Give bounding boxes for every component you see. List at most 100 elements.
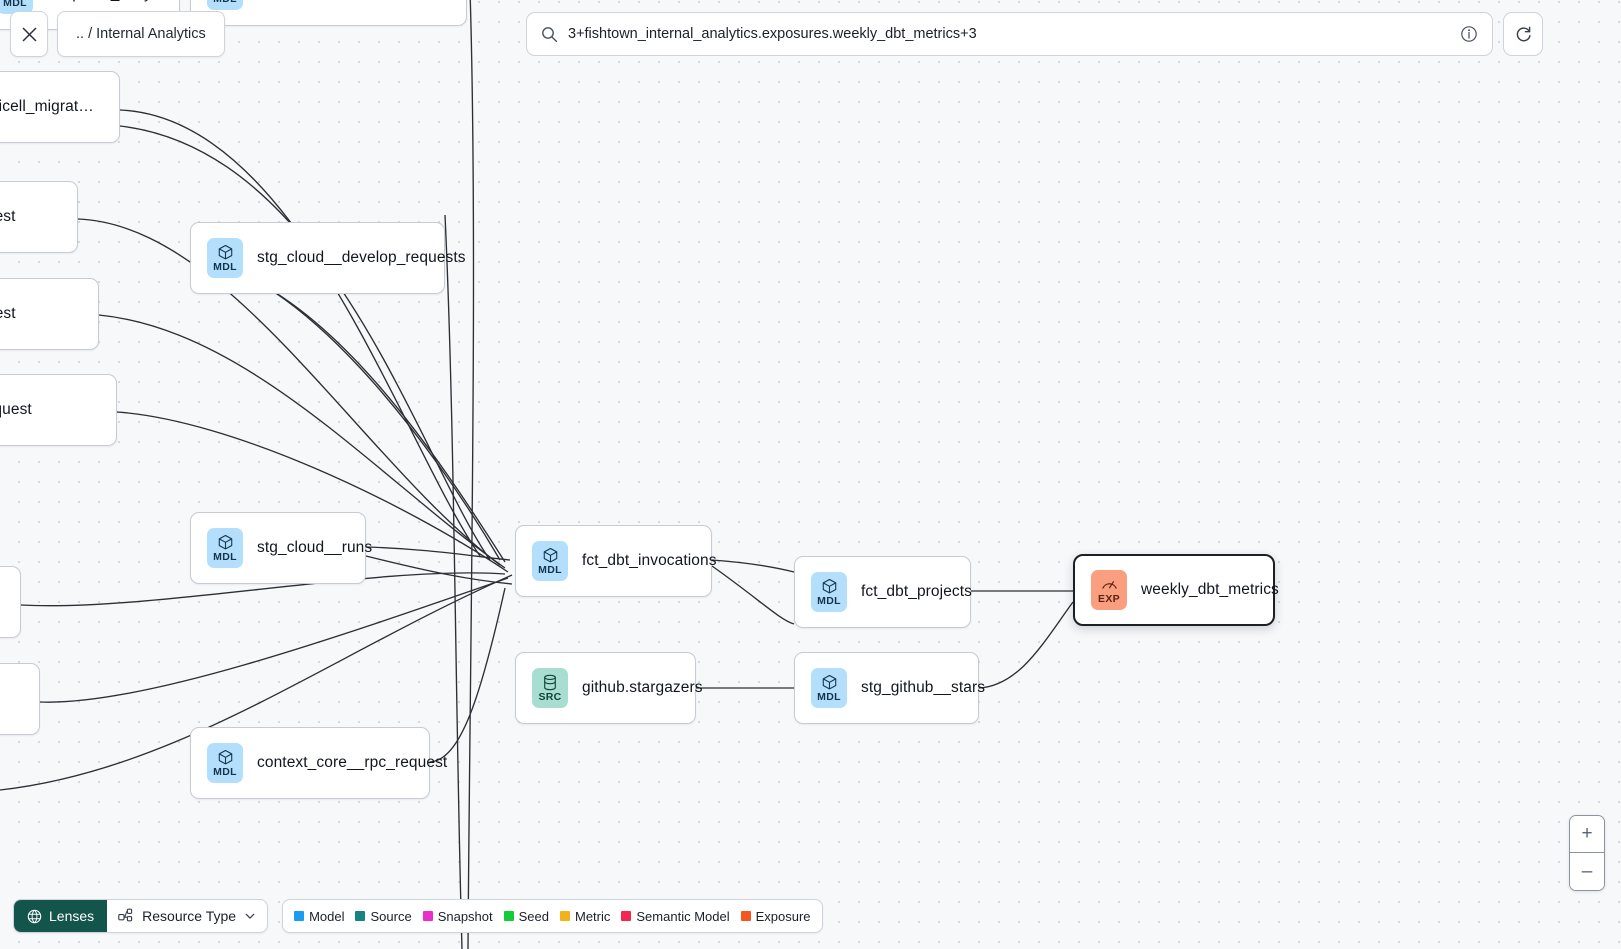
breadcrumb-label: .. / Internal Analytics xyxy=(76,26,206,42)
lens-group: Lenses Resource Type xyxy=(13,899,269,933)
lenses-button[interactable]: Lenses xyxy=(14,900,108,932)
lineage-edge xyxy=(978,601,1074,689)
legend-swatch xyxy=(294,911,305,921)
lineage-edge xyxy=(39,577,509,703)
legend-label: Snapshot xyxy=(437,908,493,924)
node-label: multicell_migrat… xyxy=(0,98,94,115)
database-icon-badge: SRC xyxy=(532,668,568,708)
lineage-edge xyxy=(711,559,795,573)
legend-swatch xyxy=(422,911,433,921)
lineage-node-multicell_migrat[interactable]: MDLmulticell_migrat… xyxy=(0,71,120,143)
cube-icon-badge: MDL xyxy=(207,743,243,783)
lineage-node-left_n[interactable]: MDLn xyxy=(0,566,21,638)
cube-icon xyxy=(542,547,559,564)
cube-icon-badge: MDL xyxy=(811,572,847,612)
legend-item-model[interactable]: Model xyxy=(294,909,344,924)
lineage-node-velop_request[interactable]: MDLvelop_request xyxy=(0,278,99,350)
resource-type-label: Resource Type xyxy=(142,908,237,924)
lineage-edge xyxy=(429,587,506,763)
info-icon[interactable] xyxy=(1460,25,1478,43)
search-icon xyxy=(541,26,558,43)
node-label: weekly_dbt_metrics xyxy=(1141,581,1279,598)
legend-swatch xyxy=(740,911,751,921)
close-icon xyxy=(21,26,37,42)
legend-label: Source xyxy=(370,908,412,924)
legend-swatch xyxy=(621,911,632,921)
node-label: fct_dbt_projects xyxy=(861,583,973,600)
gauge-icon-badge: EXP xyxy=(1091,570,1127,610)
lenses-label: Lenses xyxy=(49,908,95,924)
cube-icon xyxy=(217,749,234,766)
legend-item-source[interactable]: Source xyxy=(355,908,412,924)
zoom-controls: + – xyxy=(1569,815,1605,891)
lineage-edge xyxy=(467,0,475,949)
node-type-abbr: MDL xyxy=(213,0,237,4)
lineage-node-stg_cloud_develop_requests[interactable]: MDL stg_cloud__develop_requests xyxy=(190,222,466,294)
legend-swatch xyxy=(355,911,366,921)
lineage-node-develop_request[interactable]: MDL_develop_request xyxy=(0,374,117,446)
lineage-edge xyxy=(365,555,513,585)
cube-icon-badge: MDL xyxy=(207,0,243,10)
gauge-icon xyxy=(1101,576,1118,593)
node-label: stg_cloud__develop_requests xyxy=(257,249,466,266)
lineage-node-int_cloud_account_plan[interactable]: MDLint_cloud__account_plan_history xyxy=(190,0,467,26)
node-type-abbr: SRC xyxy=(538,690,562,703)
legend-label: Metric xyxy=(575,908,611,924)
cube-icon xyxy=(217,244,234,261)
legend-label: Model xyxy=(309,908,345,924)
breadcrumb[interactable]: .. / Internal Analytics xyxy=(57,11,225,57)
lineage-edge xyxy=(711,565,795,625)
lineage-edge xyxy=(365,546,511,561)
node-label: op_request xyxy=(0,208,16,225)
lineage-node-fct_dbt_projects[interactable]: MDL fct_dbt_projects xyxy=(794,556,973,628)
cube-icon-badge: MDL xyxy=(532,541,568,581)
close-button[interactable] xyxy=(10,11,48,57)
cube-icon-badge: MDL xyxy=(207,528,243,568)
lineage-node-op_request[interactable]: MDLop_request xyxy=(0,181,78,253)
legend-item-metric[interactable]: Metric xyxy=(560,909,610,924)
cube-icon-badge: MDL xyxy=(207,238,243,278)
refresh-button[interactable] xyxy=(1503,12,1543,56)
search-bar[interactable] xyxy=(526,12,1493,56)
legend-item-semantic-model[interactable]: Semantic Model xyxy=(621,909,730,924)
legend-label: Exposure xyxy=(755,908,811,924)
node-type-abbr: MDL xyxy=(538,563,562,576)
lineage-node-left_run[interactable]: MDL_run xyxy=(0,663,40,735)
cube-icon xyxy=(821,578,838,595)
node-type-abbr: MDL xyxy=(817,690,841,703)
lineage-edge xyxy=(119,125,491,561)
legend-item-seed[interactable]: Seed xyxy=(503,908,549,924)
search-input[interactable] xyxy=(568,26,1450,42)
cube-icon xyxy=(217,534,234,551)
lineage-node-stg_github_stars[interactable]: MDL stg_github__stars xyxy=(794,652,985,724)
node-type-abbr: MDL xyxy=(3,0,27,9)
resource-type-legend: Model Source Snapshot Seed Metric Semantic Mo… xyxy=(282,899,823,933)
node-label: _develop_request xyxy=(0,401,32,418)
refresh-icon xyxy=(1516,26,1531,41)
cube-icon xyxy=(821,674,838,691)
node-type-abbr: MDL xyxy=(817,594,841,607)
legend-swatch xyxy=(560,911,570,921)
lineage-node-github_stargazers[interactable]: SRC github.stargazers xyxy=(515,652,703,724)
lineage-node-weekly_dbt_metrics[interactable]: EXP weekly_dbt_metrics xyxy=(1073,554,1279,626)
node-label: stg_github__stars xyxy=(861,679,986,696)
node-type-abbr: MDL xyxy=(213,765,237,778)
legend-item-snapshot[interactable]: Snapshot xyxy=(422,908,493,924)
zoom-out-button[interactable]: – xyxy=(1570,853,1604,890)
resource-type-icon xyxy=(118,908,133,922)
legend-item-exposure[interactable]: Exposure xyxy=(740,908,811,924)
resource-type-dropdown[interactable]: Resource Type xyxy=(107,900,267,932)
bottom-toolbar: Lenses Resource Type Model Source Snapshot… xyxy=(13,899,823,933)
zoom-in-button[interactable]: + xyxy=(1570,816,1604,853)
cube-icon-badge: MDL xyxy=(811,668,847,708)
node-label: github.stargazers xyxy=(582,679,703,696)
node-label: snapshot_daily xyxy=(47,0,152,3)
legend-label: Seed xyxy=(518,908,549,924)
lineage-edge xyxy=(444,214,463,949)
node-type-abbr: MDL xyxy=(213,550,237,563)
